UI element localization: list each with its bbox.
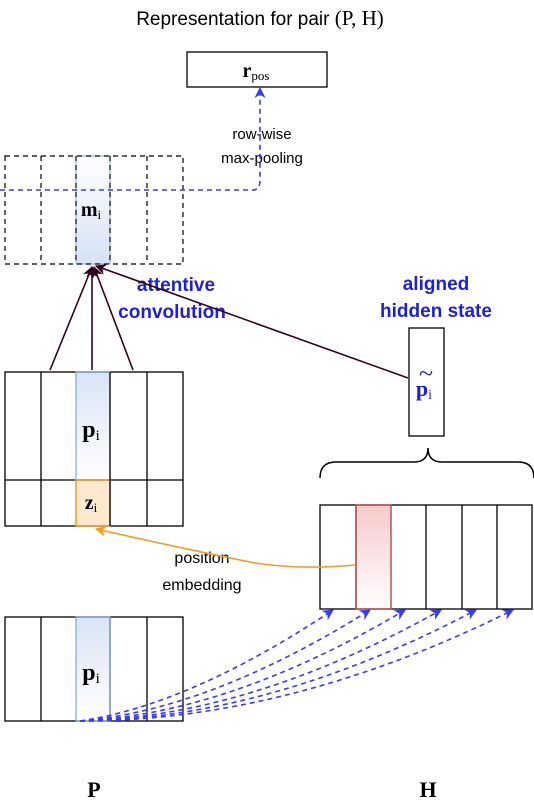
premise-axis-label: P [87, 777, 100, 802]
position-arrow [94, 525, 357, 568]
attentive-label-line2: convolution [118, 302, 226, 323]
output-symbol: r [243, 60, 252, 82]
conv-arrow-right [92, 265, 134, 371]
output-label: rpos [243, 60, 270, 83]
attention-matrix-highlight [76, 156, 110, 264]
hypothesis-brace [319, 447, 534, 479]
alignment-arrows [79, 609, 515, 722]
pooling-label-line2: max-pooling [221, 150, 303, 167]
aligned-arrow [94, 264, 409, 379]
premise-upper-bottom-subscript: i [94, 500, 98, 515]
title-text: Representation for pair [136, 9, 335, 30]
aligned-vector-accent: ~ [419, 359, 433, 388]
premise-upper-block: pi zi [4, 371, 184, 527]
premise-upper-bottom-label: zi [85, 492, 98, 515]
premise-upper-top-subscript: i [96, 428, 100, 444]
diagram-title: Representation for pair (P, H) [136, 6, 384, 30]
alignment-arrow [79, 609, 406, 722]
pooling-arrow [0, 86, 266, 191]
alignment-arrow [79, 609, 515, 722]
attention-matrix: mi [4, 155, 184, 265]
alignment-arrow [79, 609, 371, 722]
premise-lower-symbol: p [82, 660, 95, 686]
conv-arrow-left [49, 265, 94, 371]
attention-matrix-border [4, 155, 184, 265]
alignment-arrow [79, 609, 477, 722]
hypothesis-block [319, 504, 533, 610]
aligned-vector-box [408, 327, 445, 437]
position-label-line2: embedding [162, 577, 241, 594]
pooling-label-line1: row-wise [232, 126, 291, 143]
title-math: (P, H) [335, 6, 384, 30]
premise-lower-highlight [76, 617, 110, 721]
premise-upper-bottom-symbol: z [85, 492, 94, 514]
premise-upper-top-symbol: p [82, 417, 95, 443]
hypothesis-highlight-border [355, 504, 392, 610]
premise-upper-top-label: pi [82, 417, 100, 444]
alignment-arrow [79, 609, 334, 722]
attention-matrix-symbol: m [81, 199, 98, 221]
attentive-label-line1: attentive [137, 275, 215, 296]
hypothesis-highlight [356, 505, 391, 609]
aligned-vector-label: pi [416, 376, 432, 403]
aligned-label-line2: hidden state [380, 301, 492, 322]
hypothesis-axis-label: H [419, 777, 436, 802]
premise-lower-label: pi [82, 660, 100, 687]
output-box [186, 51, 328, 88]
aligned-vector-subscript: i [428, 388, 432, 403]
premise-upper-highlight [76, 372, 110, 480]
attention-matrix-label: mi [81, 199, 102, 222]
position-embedding-cell [76, 480, 110, 526]
premise-lower-subscript: i [96, 671, 100, 687]
aligned-vector-symbol: p [416, 376, 428, 401]
premise-lower-block: pi [4, 616, 184, 722]
attentive-arrows [49, 264, 409, 379]
attention-matrix-subscript: i [98, 207, 102, 222]
aligned-label-line1: aligned [403, 274, 470, 295]
alignment-arrow [79, 609, 442, 722]
output-subscript: pos [251, 68, 269, 83]
